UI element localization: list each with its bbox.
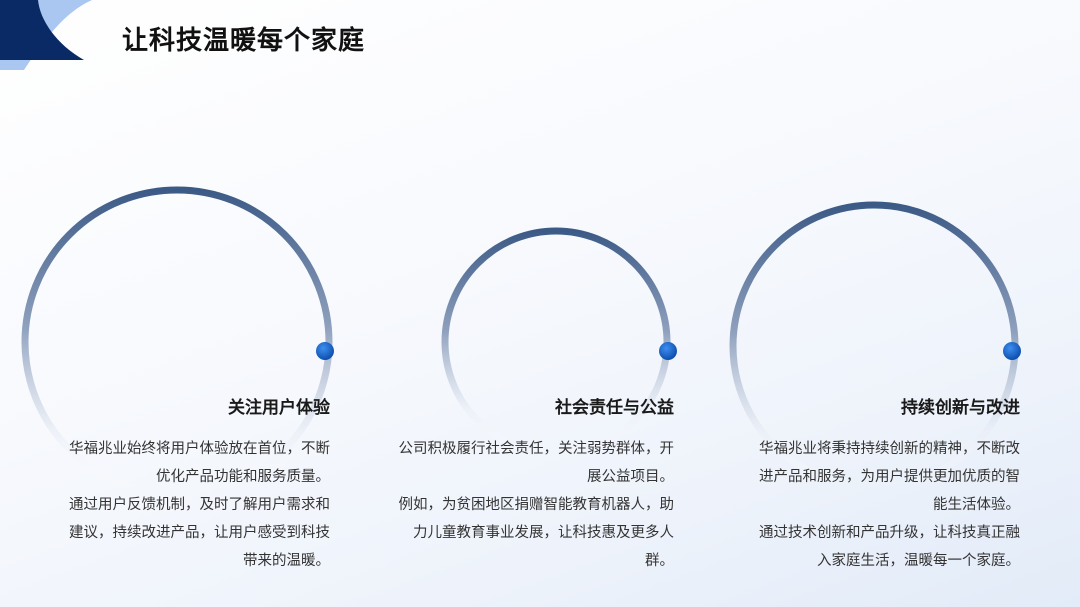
section-continuous-innovation: 持续创新与改进 华福兆业将秉持持续创新的精神，不断改进产品和服务，为用户提供更加… bbox=[748, 396, 1020, 575]
section-heading: 社会责任与公益 bbox=[555, 398, 674, 418]
section-paragraph: 华福兆业将秉持持续创新的精神，不断改进产品和服务，为用户提供更加优质的智能生活体… bbox=[759, 441, 1020, 513]
section-body: 华福兆业始终将用户体验放在首位，不断优化产品功能和服务质量。 通过用户反馈机制，… bbox=[58, 435, 330, 575]
section-heading: 持续创新与改进 bbox=[901, 398, 1020, 418]
section-body: 华福兆业将秉持持续创新的精神，不断改进产品和服务，为用户提供更加优质的智能生活体… bbox=[748, 435, 1020, 575]
ring-2 bbox=[441, 227, 671, 457]
ring-1 bbox=[21, 186, 333, 498]
section-heading: 关注用户体验 bbox=[228, 398, 330, 418]
section-paragraph: 通过技术创新和产品升级，让科技真正融入家庭生活，温暖每一个家庭。 bbox=[759, 525, 1020, 569]
section-body: 公司积极履行社会责任，关注弱势群体，开展公益项目。 例如，为贫困地区捐赠智能教育… bbox=[386, 435, 675, 575]
page-title: 让科技温暖每个家庭 bbox=[122, 26, 366, 56]
node-dot-3 bbox=[1003, 342, 1021, 360]
section-paragraph: 公司积极履行社会责任，关注弱势群体，开展公益项目。 bbox=[398, 441, 675, 485]
section-paragraph: 华福兆业始终将用户体验放在首位，不断优化产品功能和服务质量。 bbox=[69, 441, 330, 485]
section-paragraph: 例如，为贫困地区捐赠智能教育机器人，助力儿童教育事业发展，让科技惠及更多人群。 bbox=[398, 497, 675, 569]
corner-decoration bbox=[0, 0, 92, 70]
section-social-responsibility: 社会责任与公益 公司积极履行社会责任，关注弱势群体，开展公益项目。 例如，为贫困… bbox=[386, 396, 675, 575]
node-dot-2 bbox=[659, 342, 677, 360]
section-paragraph: 通过用户反馈机制，及时了解用户需求和建议，持续改进产品，让用户感受到科技带来的温… bbox=[69, 497, 330, 569]
section-user-experience: 关注用户体验 华福兆业始终将用户体验放在首位，不断优化产品功能和服务质量。 通过… bbox=[58, 396, 330, 575]
node-dot-1 bbox=[316, 342, 334, 360]
